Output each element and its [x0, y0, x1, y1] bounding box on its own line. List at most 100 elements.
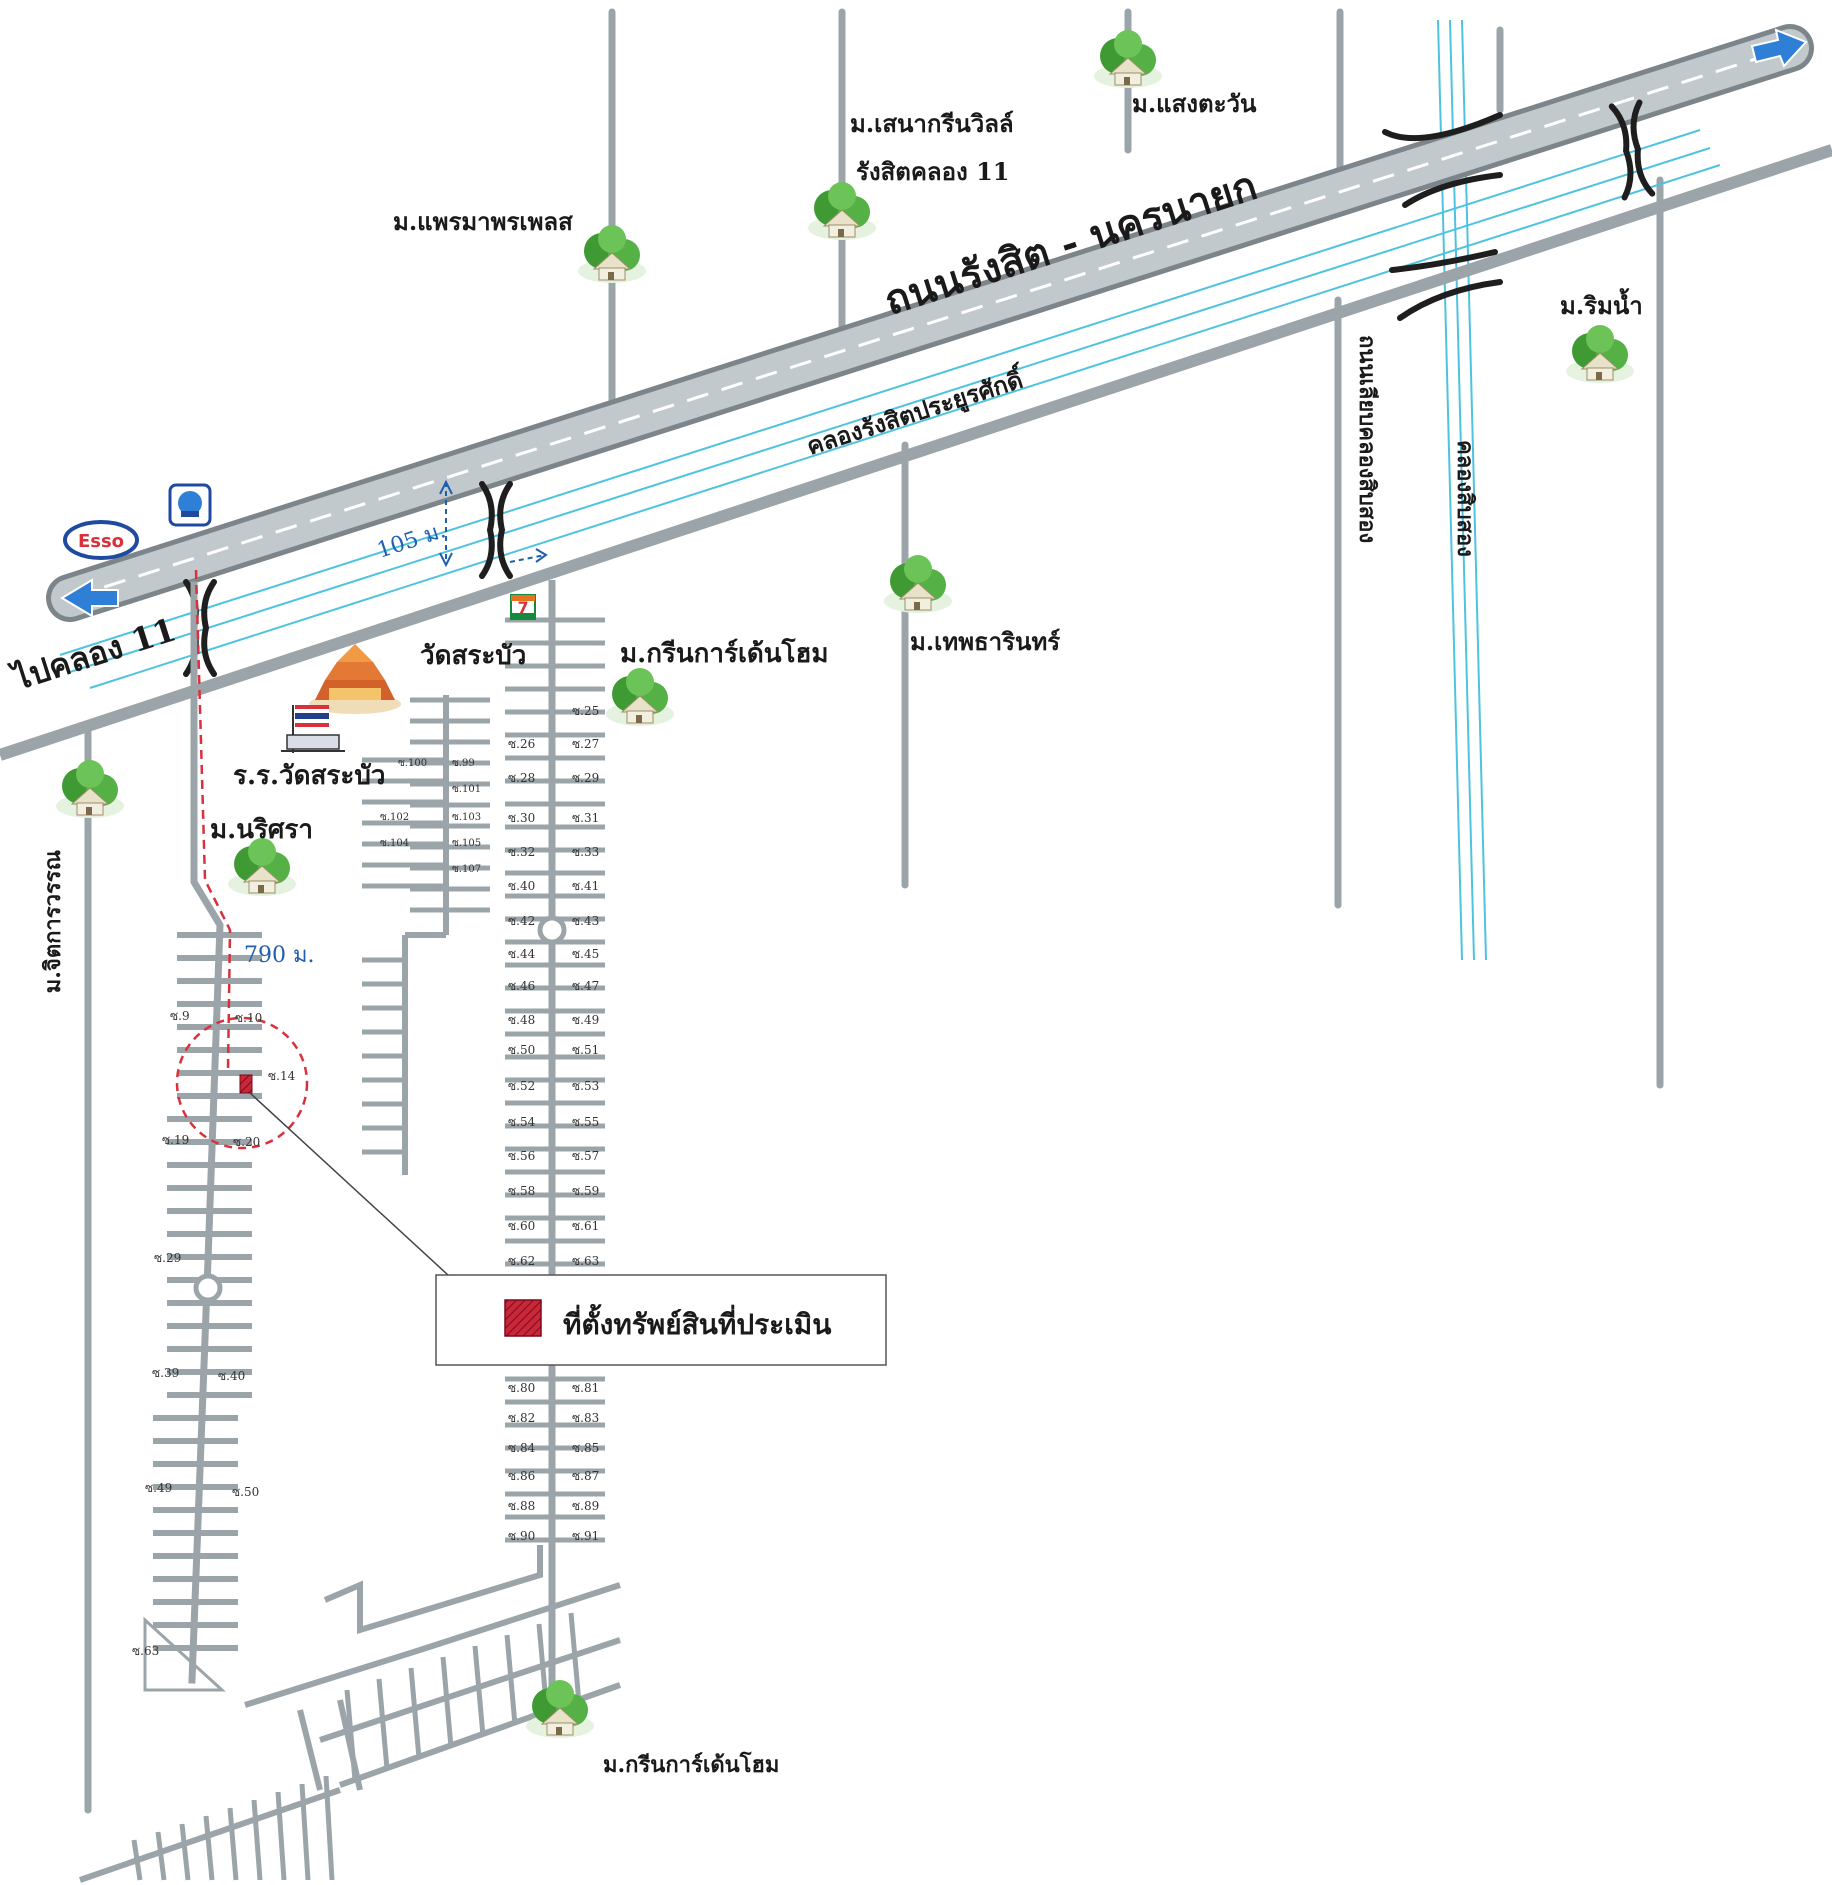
soi-label: ซ.80: [508, 1381, 535, 1395]
label-school: ร.ร.วัดสระบัว: [233, 761, 385, 791]
soi-label: ซ.85: [572, 1441, 599, 1455]
village-icon: [807, 181, 877, 241]
soi-label: ซ.91: [572, 1529, 599, 1543]
label-sena-green-line2: รังสิตคลอง 11: [856, 157, 1010, 186]
leader-line: [249, 1092, 449, 1276]
main-road: [46, 24, 1814, 622]
soi-label: ซ.30: [508, 811, 535, 825]
soi-label: ซ.25: [572, 704, 599, 718]
side-road-label: ถนนเลียบคลองสิบสอง: [1354, 335, 1380, 543]
soi-label: ซ.20: [233, 1135, 260, 1149]
village-icon: [605, 667, 675, 727]
soi-stub: [155, 1831, 167, 1881]
village-icon: [577, 224, 647, 284]
soi-label: ซ.103: [452, 812, 481, 823]
soi-stub: [504, 1634, 518, 1726]
soi-label: ซ.61: [572, 1219, 599, 1233]
soi-label: ซ.104: [380, 838, 409, 849]
main-canal: [59, 129, 1721, 689]
village-icon: [1565, 324, 1635, 384]
soi-label: ซ.84: [508, 1441, 536, 1455]
road-arrow-right-icon: [1750, 28, 1808, 68]
soi-label: ซ.41: [572, 879, 599, 893]
bottom-soi-stubs: [131, 1612, 582, 1881]
lower-diagonal-road: [0, 144, 1832, 761]
soi-label: ซ.9: [170, 1009, 190, 1023]
side-canal-label: คลองสิบสอง: [1452, 440, 1478, 557]
soi-label: ซ.90: [508, 1529, 535, 1543]
property-radius-circle: [175, 1016, 309, 1150]
wat-soi-stubs: [362, 697, 490, 1155]
soi-label: ซ.46: [508, 979, 535, 993]
label-narisara: ม.นริศรา: [210, 815, 313, 845]
soi-label: ซ.19: [162, 1133, 189, 1147]
school-icon: [281, 705, 345, 753]
legend-swatch: [504, 1299, 542, 1337]
soi-label: ซ.47: [572, 979, 599, 993]
esso-logo-text: Esso: [78, 531, 124, 552]
soi-label: ซ.53: [572, 1079, 599, 1093]
soi-label: ซ.43: [572, 914, 599, 928]
soi-label: ซ.62: [508, 1254, 535, 1268]
village-icon: [1093, 29, 1163, 89]
soi-label: ซ.45: [572, 947, 599, 961]
bridge-icon: [1382, 112, 1503, 321]
soi-label: ซ.55: [572, 1115, 599, 1129]
road-arrow-left-icon: [60, 578, 119, 618]
distance-label-105: 105 ม.: [374, 518, 449, 564]
soi-label: ซ.49: [145, 1481, 172, 1495]
soi-label: ซ.100: [398, 758, 427, 769]
soi-stub: [275, 1791, 287, 1881]
village-icon: [227, 837, 297, 897]
soi-label: ซ.48: [508, 1013, 535, 1027]
soi-stub: [179, 1823, 191, 1881]
distance-marker: [439, 479, 548, 568]
soi-stub: [131, 1839, 143, 1881]
legend-box: ที่ตั้งทรัพย์สินที่ประเมิน: [435, 1274, 887, 1366]
soi-label: ซ.99: [452, 758, 475, 769]
narisara-soi-stubs: [153, 932, 262, 1651]
label-chitkarawan: ม.จิตการวรรณ: [40, 850, 66, 993]
property-location-marker: [239, 1074, 253, 1094]
bridge-icon: [482, 484, 510, 576]
route-line: [194, 569, 232, 1071]
soi-stub: [472, 1645, 486, 1737]
seven-eleven-logo: 7: [510, 594, 536, 620]
soi-label: ซ.28: [508, 771, 535, 785]
soi-label: ซ.89: [572, 1499, 599, 1513]
soi-label: ซ.50: [232, 1485, 259, 1499]
soi-label: ซ.10: [235, 1011, 262, 1025]
soi-stub: [408, 1667, 422, 1759]
temple-icon: [309, 644, 401, 714]
label-saengtawan: ม.แสงตะวัน: [1132, 89, 1257, 118]
soi-label: ซ.32: [508, 845, 535, 859]
soi-label: ซ.58: [508, 1184, 535, 1198]
seven-eleven-text: 7: [517, 598, 528, 617]
soi-label: ซ.33: [572, 845, 599, 859]
soi-label: ซ.105: [452, 838, 481, 849]
soi-label: ซ.56: [508, 1149, 535, 1163]
soi-label: ซ.86: [508, 1469, 535, 1483]
label-wat: วัดสระบัว: [420, 641, 526, 671]
soi-label: ซ.50: [508, 1043, 535, 1057]
soi-label: ซ.81: [572, 1381, 599, 1395]
roundabout: [193, 1273, 223, 1303]
label-greengarden-top: ม.กรีนการ์เด้นโฮม: [620, 637, 829, 669]
soi-label: ซ.27: [572, 737, 599, 751]
soi-label: ซ.14: [268, 1069, 296, 1083]
soi-label: ซ.102: [380, 812, 409, 823]
soi-stub: [440, 1656, 454, 1748]
soi-label: ซ.63: [132, 1644, 159, 1658]
soi-label: ซ.39: [152, 1366, 179, 1380]
soi-label: ซ.29: [154, 1251, 181, 1265]
soi-label: ซ.82: [508, 1411, 535, 1425]
label-phraemaphorn: ม.แพรมาพรเพลส: [393, 207, 573, 236]
soi-stub: [203, 1815, 215, 1881]
soi-stub: [376, 1678, 390, 1770]
soi-label: ซ.63: [572, 1254, 599, 1268]
label-rimnam: ม.ริมน้ำ: [1560, 287, 1643, 320]
legend-label: ที่ตั้งทรัพย์สินที่ประเมิน: [563, 1303, 831, 1341]
esso-logo: Esso: [63, 520, 139, 560]
